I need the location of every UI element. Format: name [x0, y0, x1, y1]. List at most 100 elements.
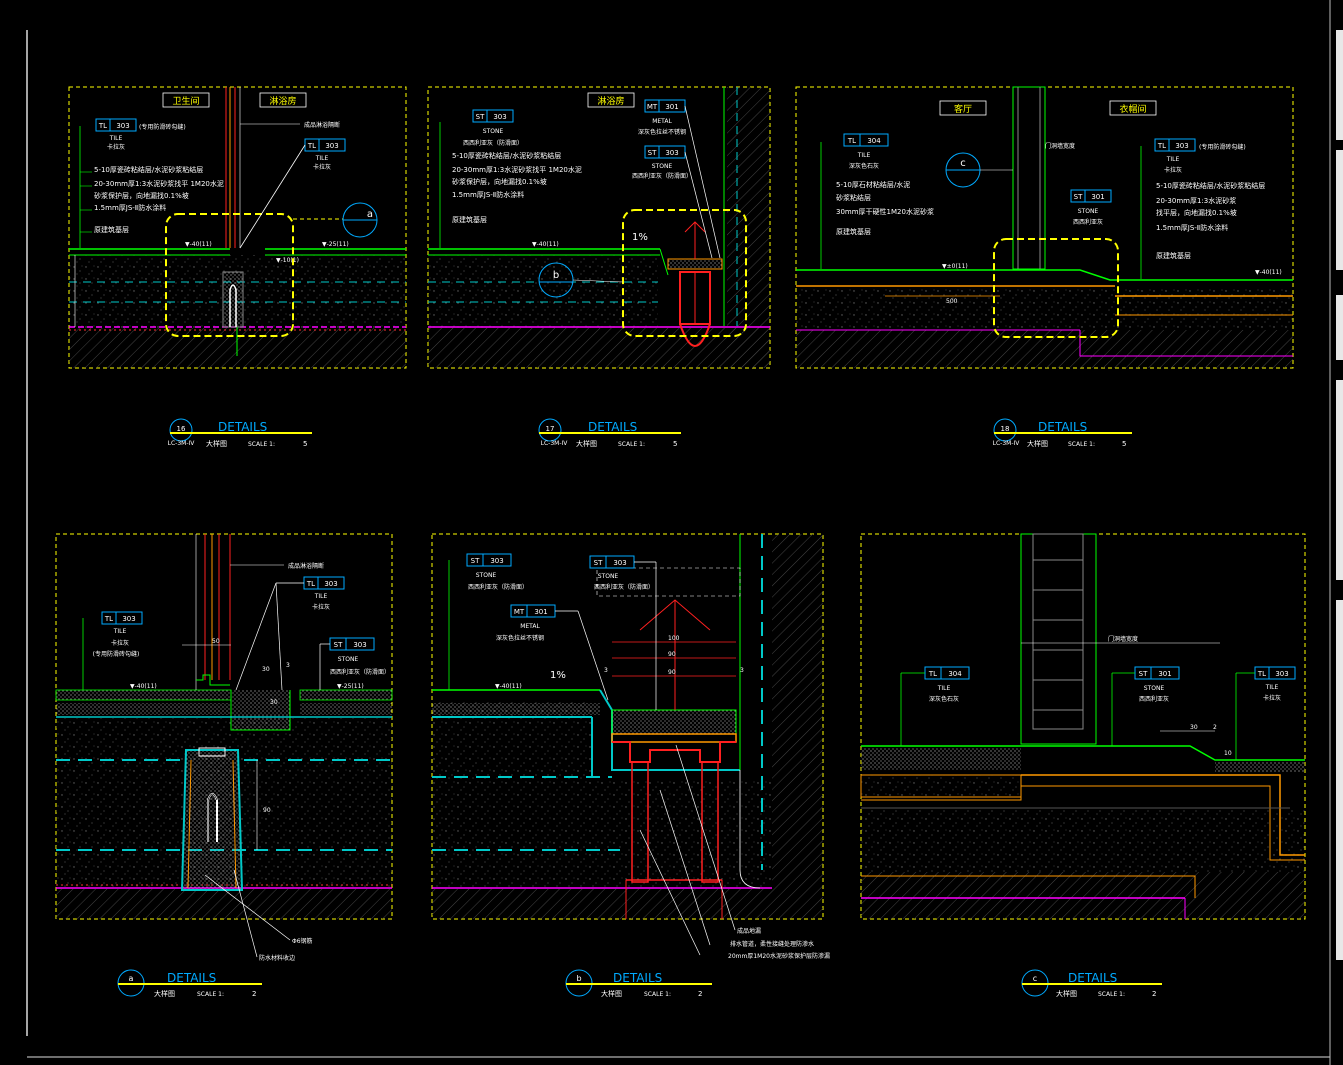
detail-scale-value: 2: [698, 990, 702, 998]
layer-note: 砂浆保护层，向地漏找0.1%坡: [452, 177, 547, 186]
tag-code: TL: [928, 670, 937, 678]
tag-material: STONE: [652, 163, 673, 170]
bottom-note: 20mm厚1M20水泥砂浆保护层防渗漏: [728, 952, 830, 960]
bottom-note: 成品地漏: [737, 927, 761, 935]
detail-panel-18: 500 c 门洞墙宽度 客厅 衣帽间 TL 304 TILE 深灰色石灰 ST …: [795, 86, 1294, 448]
layer-note: 1.5mm厚JS-Ⅱ防水涂料: [452, 190, 524, 199]
level-mark: ▼±0(11): [942, 263, 968, 270]
layer-note: 5-10厚瓷砖粘结层/水泥砂浆粘结层: [452, 151, 561, 160]
tag-material: STONE: [598, 573, 619, 580]
layer-note: 原建筑基层: [452, 215, 487, 224]
tag-num: 303: [353, 641, 366, 649]
tag-material: TILE: [857, 152, 871, 159]
tag-code: ST: [1139, 670, 1148, 678]
layer-note: 20-30mm厚1:3水泥砂浆: [1156, 196, 1236, 205]
detail-scale-value: 2: [1152, 990, 1156, 998]
detail-panel-a: 90 TL 303 TILE 卡拉灰 (专用防滑砖勾缝) TL 303 TILE…: [55, 533, 393, 998]
detail-title-cn: 大样图: [576, 439, 597, 448]
bottom-note: Φ6钢筋: [292, 937, 313, 945]
detail-title-cn: 大样图: [601, 989, 622, 998]
tag-num: 303: [325, 142, 338, 150]
tag-code: TL: [1257, 670, 1266, 678]
tag-num: 303: [1275, 670, 1288, 678]
title-block-strip: [1336, 150, 1343, 270]
layer-note: 20-30mm厚1:3水泥砂浆找平 1M20水泥: [452, 165, 582, 174]
tag-finish: 卡拉灰: [107, 143, 125, 151]
tag-finish: 深灰色石灰: [849, 162, 879, 170]
room-label-shower: 淋浴房: [269, 95, 296, 107]
tag-finish: 西西利亚灰: [1139, 695, 1169, 703]
tag-finish: 西西利亚灰（防滑面）: [463, 139, 523, 147]
tag-num: 303: [613, 559, 626, 567]
tag-finish: 深灰色拉丝不锈钢: [496, 634, 544, 642]
room-label-wardrobe: 衣帽间: [1119, 103, 1146, 115]
tag-finish: 西西利亚灰（防滑面）: [632, 172, 692, 180]
detail-scale: SCALE 1:: [1098, 991, 1125, 998]
tag-finish: 西西利亚灰（防滑面）: [468, 583, 528, 591]
dim-label: 3: [286, 662, 290, 669]
tag-material: STONE: [476, 572, 497, 579]
tag-finish: 西西利亚灰（防滑面）: [330, 668, 390, 676]
wall-width-note: 门洞墙宽度: [1045, 142, 1075, 150]
layer-note: 5-10厚瓷砖粘结层/水泥砂浆粘结层: [94, 165, 203, 174]
note-partition: 成品淋浴隔断: [288, 562, 324, 570]
level-mark: ▼-40(11): [495, 683, 522, 690]
layer-note: 原建筑基层: [1156, 251, 1191, 260]
tag-material: TILE: [314, 593, 328, 600]
tag-code: ST: [594, 559, 603, 567]
level-mark: ▼-40(11): [532, 241, 559, 248]
tag-code: ST: [476, 113, 485, 121]
tag-code: TL: [98, 122, 107, 130]
dim-label: 3: [740, 667, 744, 674]
layer-note: 30mm厚干硬性1M20水泥砂浆: [836, 207, 934, 216]
detail-title-cn: 大样图: [1027, 439, 1048, 448]
tag-note: (专用防滑砖勾缝): [93, 650, 140, 658]
detail-title-cn: 大样图: [154, 989, 175, 998]
wall-width-note: 门洞墙宽度: [1108, 635, 1138, 643]
layer-note: 5-10厚石材粘结层/水泥: [836, 180, 910, 189]
detail-subcode: LC-3M-IV: [541, 440, 569, 447]
detail-title: DETAILS: [1068, 971, 1117, 985]
tag-num: 304: [948, 670, 962, 678]
layer-note: 1.5mm厚JS-Ⅱ防水涂料: [1156, 223, 1228, 232]
tag-code: TL: [306, 580, 315, 588]
tag-num: 303: [122, 615, 135, 623]
tag-material: METAL: [652, 118, 672, 125]
room-label-shower: 淋浴房: [597, 95, 624, 107]
tag-code: TL: [307, 142, 316, 150]
layer-note: 找平层，向地漏找0.1%坡: [1156, 208, 1237, 217]
tag-material: TILE: [1166, 156, 1180, 163]
tag-material: METAL: [520, 623, 540, 630]
tag-code: TL: [847, 137, 856, 145]
tag-num: 303: [493, 113, 506, 121]
dim-90: 90: [263, 807, 271, 814]
detail-subcode: LC-3M-IV: [168, 440, 196, 447]
tag-num: 303: [665, 149, 678, 157]
tag-note: (专用防滑砖勾缝): [1199, 143, 1246, 151]
detail-title: DETAILS: [1038, 420, 1087, 434]
tag-material: TILE: [315, 155, 329, 162]
level-mark: ▼-25(11): [322, 241, 349, 248]
tag-material: TILE: [113, 628, 127, 635]
slope-mark: 1%: [550, 670, 566, 681]
tag-code: MT: [647, 103, 658, 111]
level-mark: ▼-40(11): [130, 683, 157, 690]
bottom-note: 防水材料收边: [259, 954, 295, 962]
dim-label: 2: [1213, 724, 1217, 731]
level-mark: ▼-25(11): [337, 683, 364, 690]
detail-scale: SCALE 1:: [644, 991, 671, 998]
detail-panel-16: a 卫生间 淋浴房 TL 303 (专用防滑砖勾缝) TILE 卡拉灰 TL 3…: [68, 86, 407, 448]
callout-a-label: a: [367, 209, 373, 220]
layer-note: 原建筑基层: [836, 227, 871, 236]
tag-code: ST: [648, 149, 657, 157]
tag-code: TL: [104, 615, 113, 623]
tag-note: (专用防滑砖勾缝): [139, 123, 186, 131]
detail-scale: SCALE 1:: [248, 441, 275, 448]
detail-number: 17: [546, 425, 555, 433]
tag-finish: 西西利亚灰（防滑面）: [594, 583, 654, 591]
tag-finish: 卡拉灰: [313, 163, 331, 171]
detail-scale: SCALE 1:: [1068, 441, 1095, 448]
tag-num: 303: [490, 557, 503, 565]
tag-finish: 深灰色石灰: [929, 695, 959, 703]
